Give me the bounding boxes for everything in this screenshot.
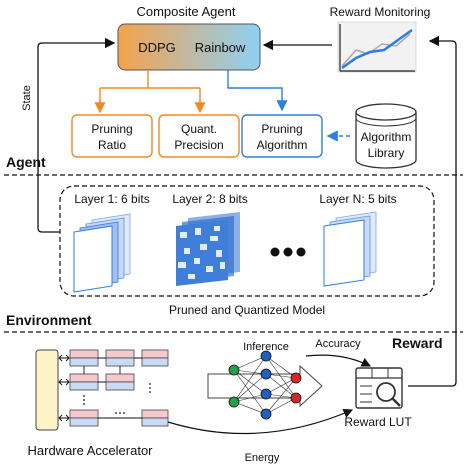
layer-n-label: Layer N: 5 bits (319, 192, 396, 206)
reward-section-label: Reward (392, 335, 443, 351)
pruning-ratio-line2: Ratio (98, 138, 126, 152)
layer-1-label: Layer 1: 6 bits (74, 192, 149, 206)
layer-n-stack (323, 211, 377, 287)
state-feedback-line (37, 37, 116, 233)
accuracy-arrow (305, 354, 372, 367)
agent-section-label: Agent (6, 154, 46, 170)
agent-rainbow-label: Rainbow (195, 40, 246, 55)
model-container (59, 185, 435, 297)
pruning-algorithm-line1: Pruning (261, 122, 302, 136)
quant-precision-line2: Precision (174, 138, 223, 152)
pruning-algorithm-box (241, 114, 323, 158)
layer-2-label: Layer 2: 8 bits (172, 192, 247, 206)
composite-agent-box (117, 23, 261, 71)
reward-monitoring-chart-icon (337, 21, 417, 73)
neural-network-icon (207, 350, 323, 420)
layer-ellipsis-dots (270, 247, 306, 257)
hardware-accelerator-graphic (35, 349, 169, 431)
layer-1-stack (73, 213, 131, 293)
accuracy-label: Accuracy (315, 338, 361, 350)
hardware-accelerator-label: Hardware Accelerator (28, 443, 154, 458)
composite-agent-title: Composite Agent (136, 4, 235, 19)
pruning-ratio-line1: Pruning (91, 122, 132, 136)
reward-monitoring-label: Reward Monitoring (330, 5, 431, 19)
pruning-algorithm-line2: Algorithm (257, 138, 308, 152)
energy-label: Energy (245, 452, 280, 464)
state-label: State (21, 85, 33, 111)
reward-feedback-line (408, 35, 457, 387)
environment-section-label: Environment (6, 312, 92, 328)
reward-lut-table-search-icon (355, 367, 403, 409)
layer-2-pruned-stack (176, 212, 240, 286)
blue-branch (227, 70, 288, 112)
model-caption: Pruned and Quantized Model (169, 303, 325, 317)
energy-arrow (167, 408, 354, 435)
orange-branch (99, 70, 201, 110)
quant-precision-box (158, 114, 240, 158)
algorithm-library-database-icon (355, 103, 417, 169)
algorithm-library-line2: Library (368, 146, 405, 160)
pruning-ratio-box (71, 114, 153, 158)
reward-lut-label: Reward LUT (344, 415, 412, 429)
quant-precision-line1: Quant. (181, 122, 217, 136)
agent-ddpg-label: DDPG (138, 40, 176, 55)
algorithm-library-line1: Algorithm (361, 130, 412, 144)
inference-label: Inference (243, 341, 289, 353)
